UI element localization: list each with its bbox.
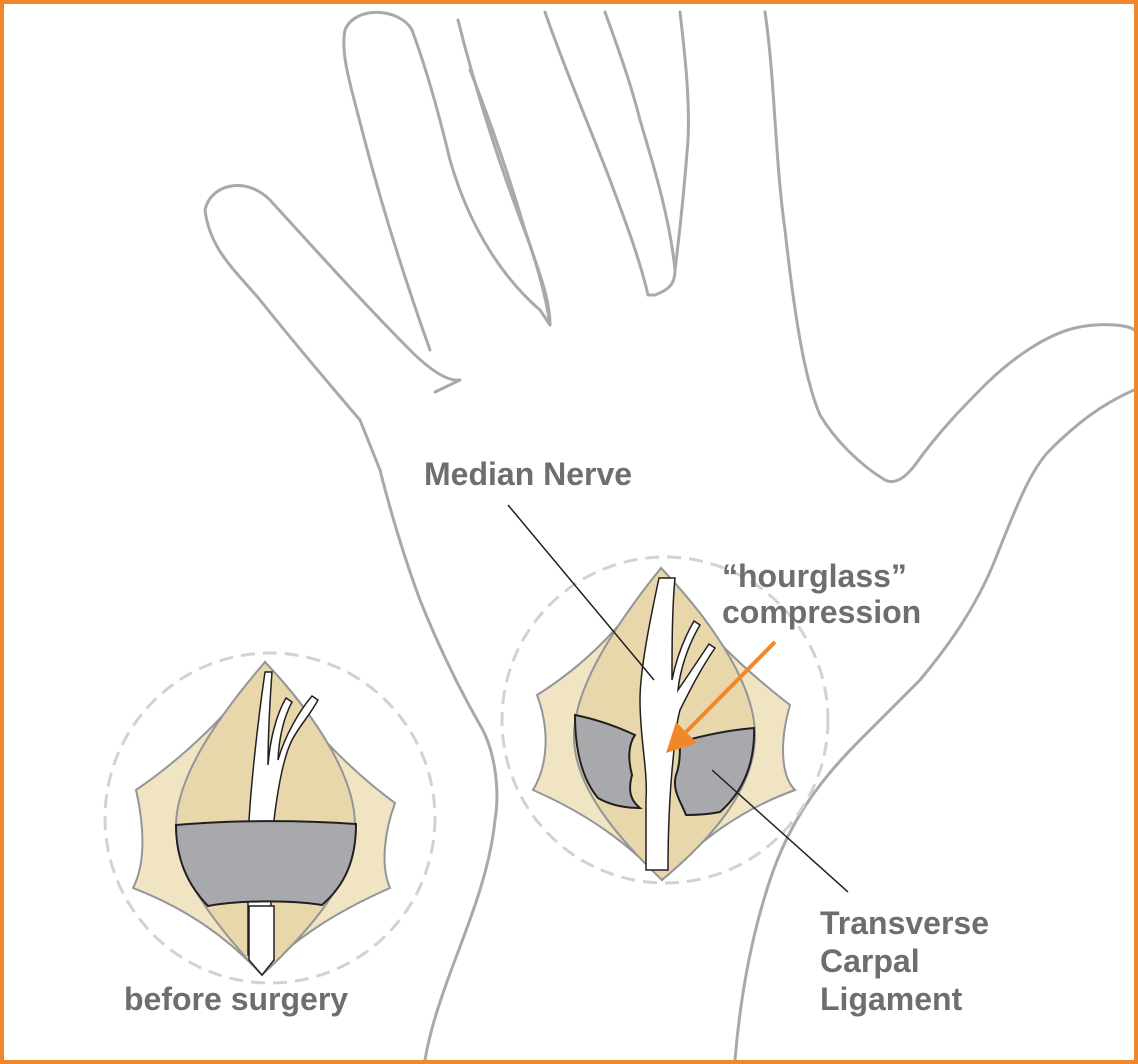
compression-magnifier-circle: [500, 555, 830, 885]
compression-view: [500, 555, 830, 885]
middle-finger-outline: [468, 10, 677, 327]
hourglass-label-line2: compression: [722, 594, 921, 630]
thumb-outline: [733, 323, 1134, 1060]
median-nerve-leader-line: [507, 504, 655, 681]
compressed-ligament-left: [573, 713, 643, 810]
before-surgery-view: [103, 651, 437, 985]
ring-finger-outline: [342, 10, 552, 352]
before-ligament: [174, 820, 358, 908]
little-finger-outline: [203, 184, 462, 472]
carpal-tunnel-illustration: Median Nerve “hourglass” compression Tra…: [103, 10, 1134, 1060]
index-finger-outline: [673, 10, 917, 484]
ligament-leader-line: [711, 769, 849, 893]
hourglass-label-line1: “hourglass”: [722, 558, 907, 594]
before-nerve-below-ligament: [248, 905, 275, 977]
ligament-label-line3: Ligament: [820, 981, 963, 1017]
hourglass-arrow-head: [666, 722, 697, 753]
hourglass-arrow-shaft: [684, 640, 777, 734]
before-surgery-caption: before surgery: [124, 981, 348, 1017]
median-nerve-label: Median Nerve: [424, 456, 632, 492]
hourglass-arrow: [666, 640, 777, 753]
wrist-left-outline: [378, 468, 499, 1060]
hand-outline: [203, 10, 1134, 1060]
compressed-median-nerve: [639, 577, 717, 871]
before-surgery-magnifier-circle: [103, 651, 437, 985]
ligament-label-line1: Transverse: [820, 905, 989, 941]
ligament-label-line2: Carpal: [820, 943, 920, 979]
